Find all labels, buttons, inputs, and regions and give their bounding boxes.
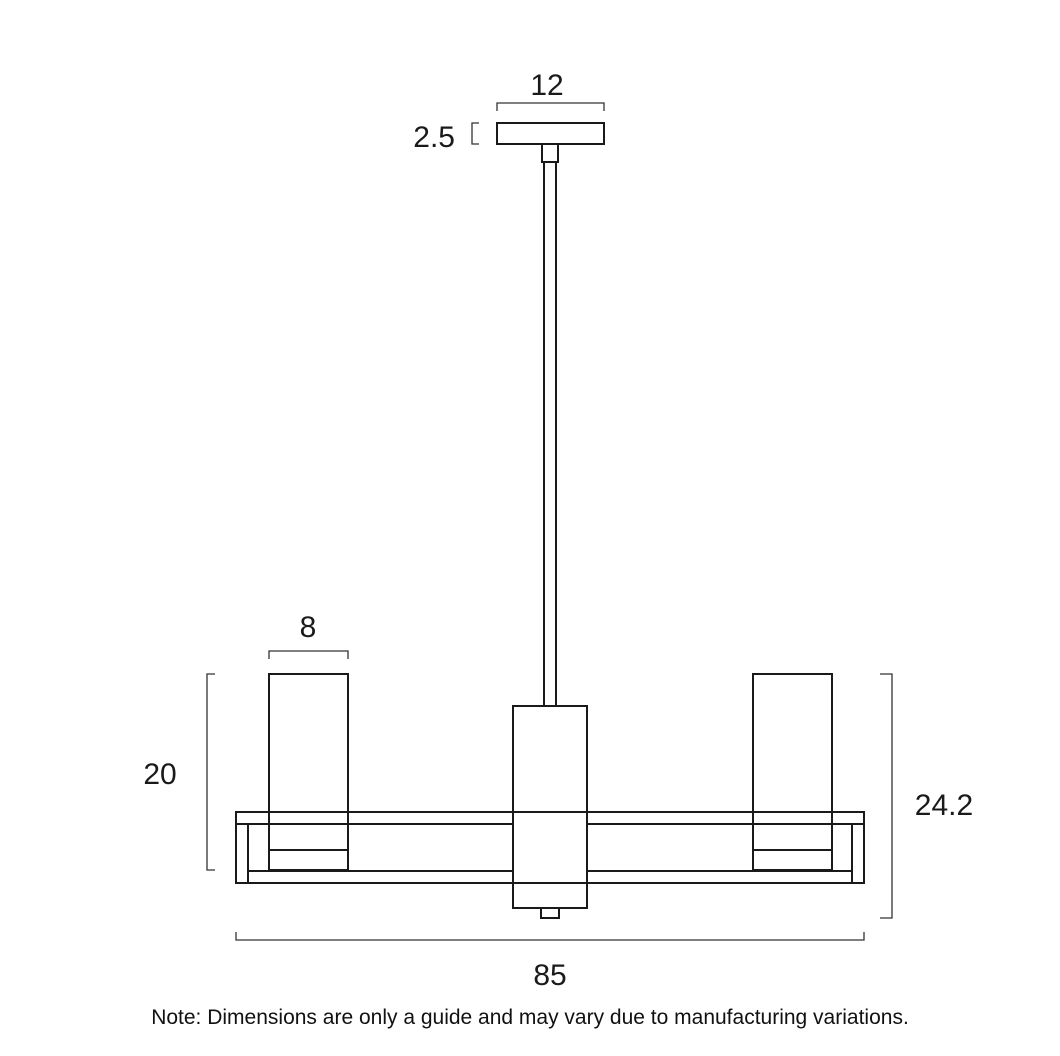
dimension-shade-width: 8 [268, 611, 349, 659]
right-shade [752, 673, 833, 871]
dimension-total-width: 85 [235, 932, 865, 992]
dimension-total-height: 24.2 [880, 673, 973, 919]
shade-height-label: 20 [143, 758, 176, 791]
dimension-canopy-width: 12 [496, 69, 605, 111]
dimension-shade-height: 20 [143, 673, 215, 871]
frame [235, 811, 865, 884]
ceiling-canopy [496, 122, 605, 163]
canopy-height-label: 2.5 [413, 121, 455, 154]
left-shade [268, 673, 349, 871]
dimension-canopy-height: 2.5 [413, 121, 479, 154]
total-height-label: 24.2 [915, 789, 973, 822]
canopy-width-label: 12 [530, 69, 563, 102]
suspension-rod [543, 162, 557, 706]
disclaimer-note: Note: Dimensions are only a guide and ma… [151, 1006, 909, 1029]
shade-width-label: 8 [300, 611, 317, 644]
shade-overlap [268, 811, 833, 909]
total-width-label: 85 [533, 959, 566, 992]
